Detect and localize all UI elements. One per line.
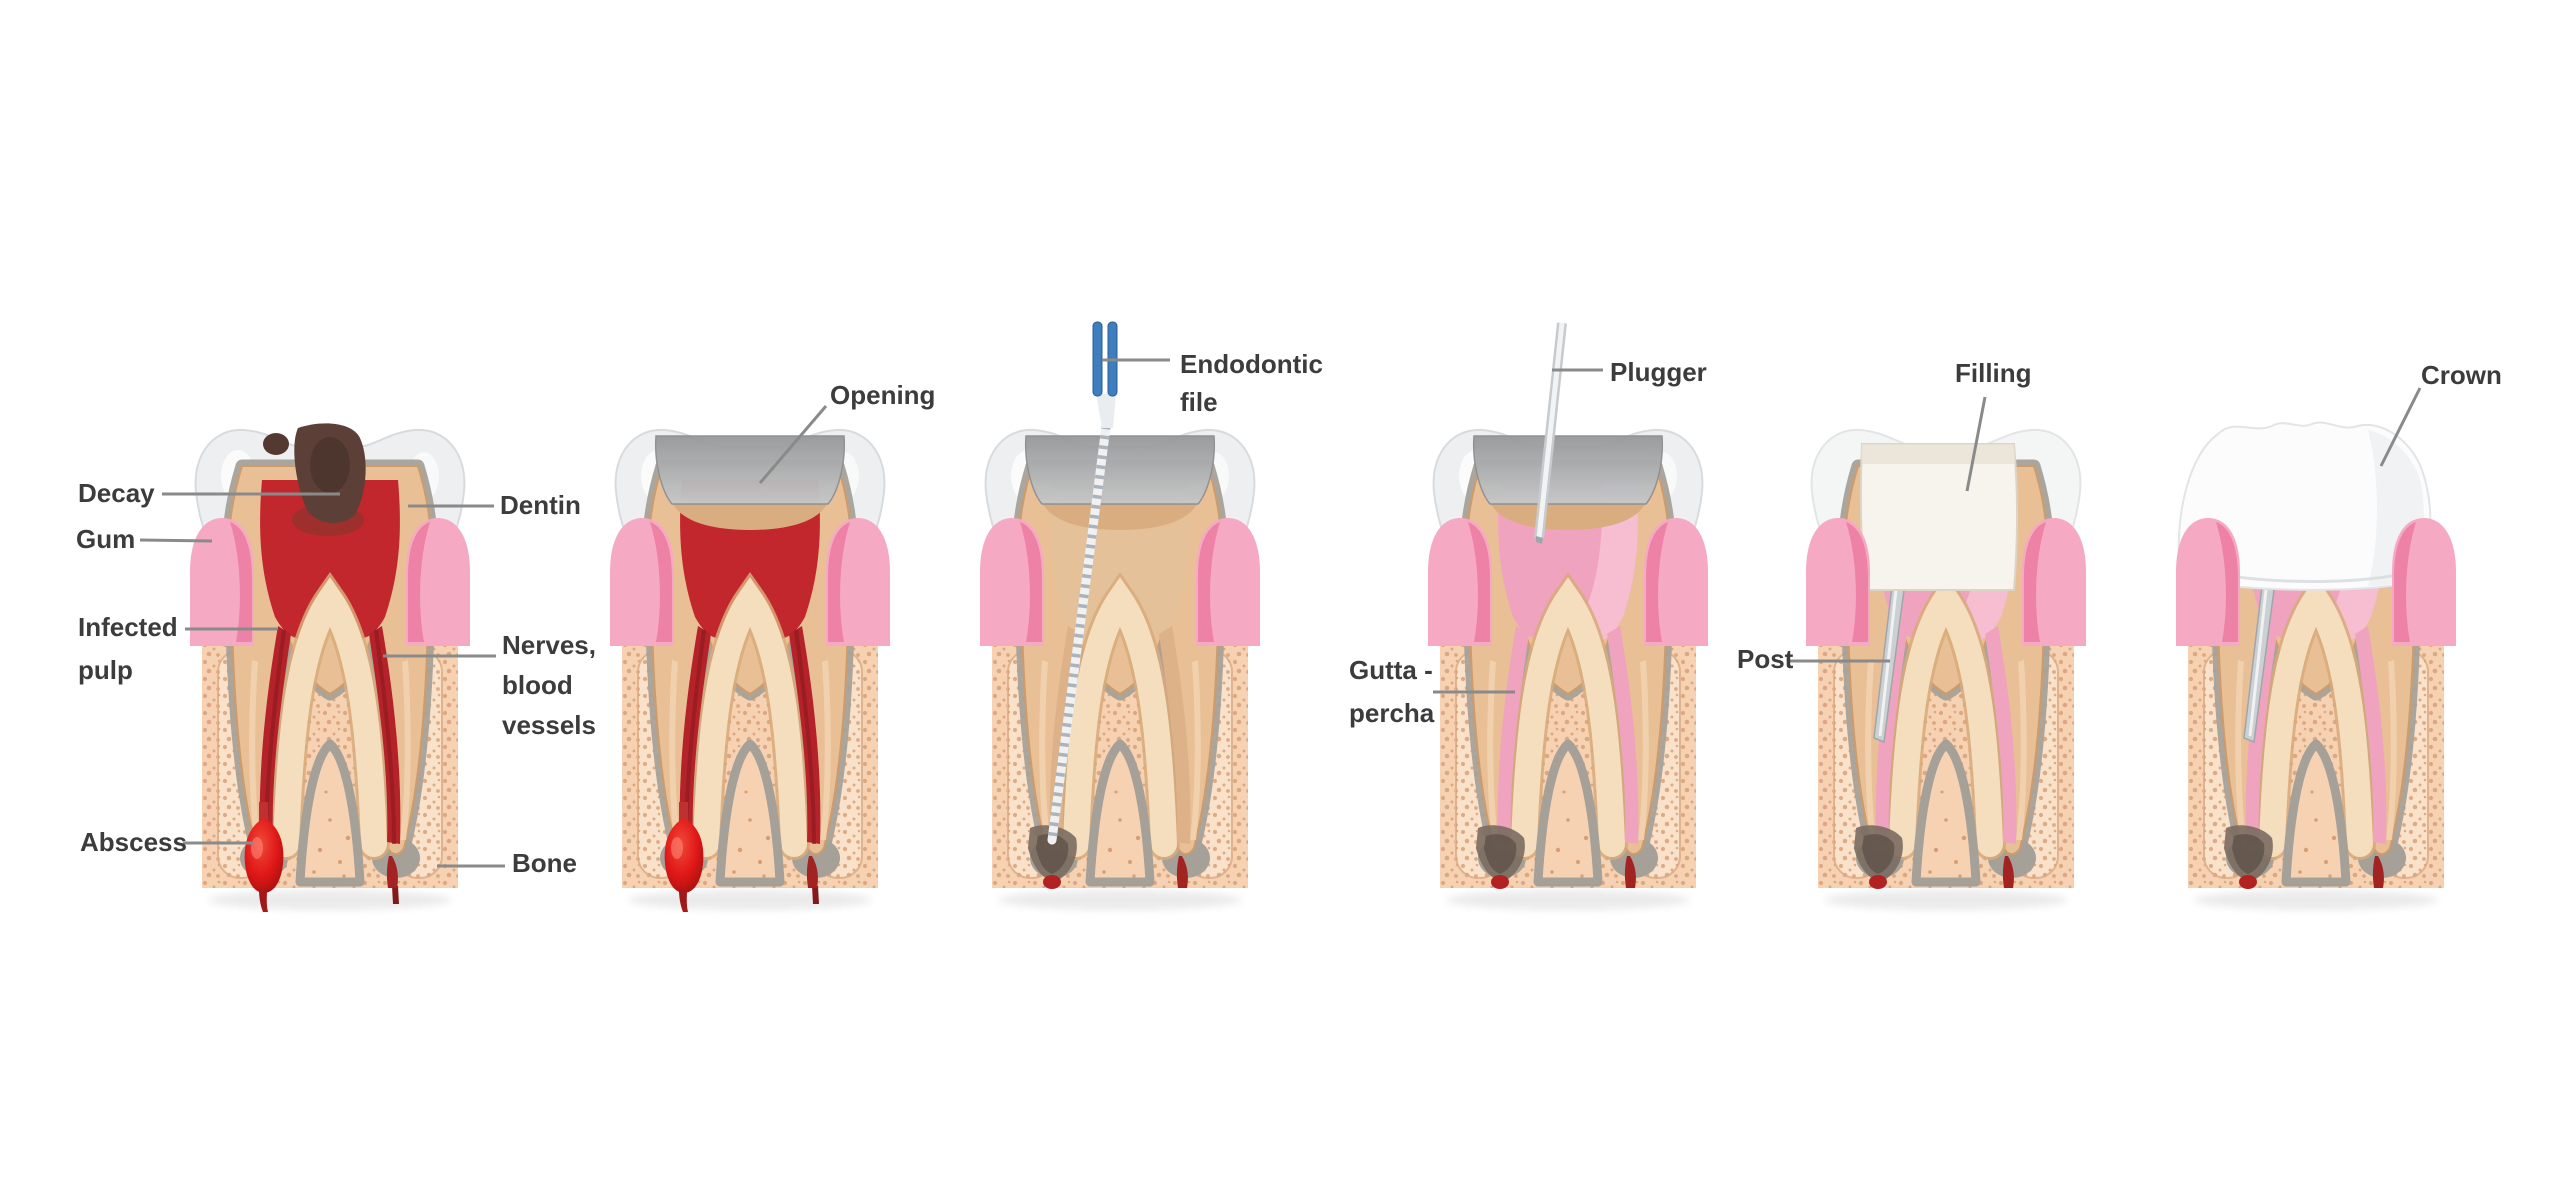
label-gum: Gum [76, 524, 136, 554]
tooth-stage-post-filling [1806, 428, 2086, 910]
label-plugger: Plugger [1610, 357, 1707, 387]
label-gutta-percha: Gutta -percha [1349, 655, 1435, 728]
label-bone: Bone [512, 848, 577, 878]
tooth-stage-crown [2176, 421, 2456, 910]
label-dentin: Dentin [500, 490, 581, 520]
label-crown: Crown [2421, 360, 2502, 390]
label-post: Post [1737, 644, 1794, 674]
label-opening: Opening [830, 380, 936, 410]
label-abscess: Abscess [80, 827, 187, 857]
tooth-stage-gutta-percha [1428, 322, 1708, 910]
tooth-stage-endodontic-file [980, 321, 1260, 910]
tooth-stage-infected-tooth [190, 423, 470, 912]
label-decay: Decay [78, 478, 155, 508]
tooth-stage-opening [610, 428, 890, 912]
leader-lines [139, 358, 2422, 868]
label-filling: Filling [1955, 358, 2032, 388]
